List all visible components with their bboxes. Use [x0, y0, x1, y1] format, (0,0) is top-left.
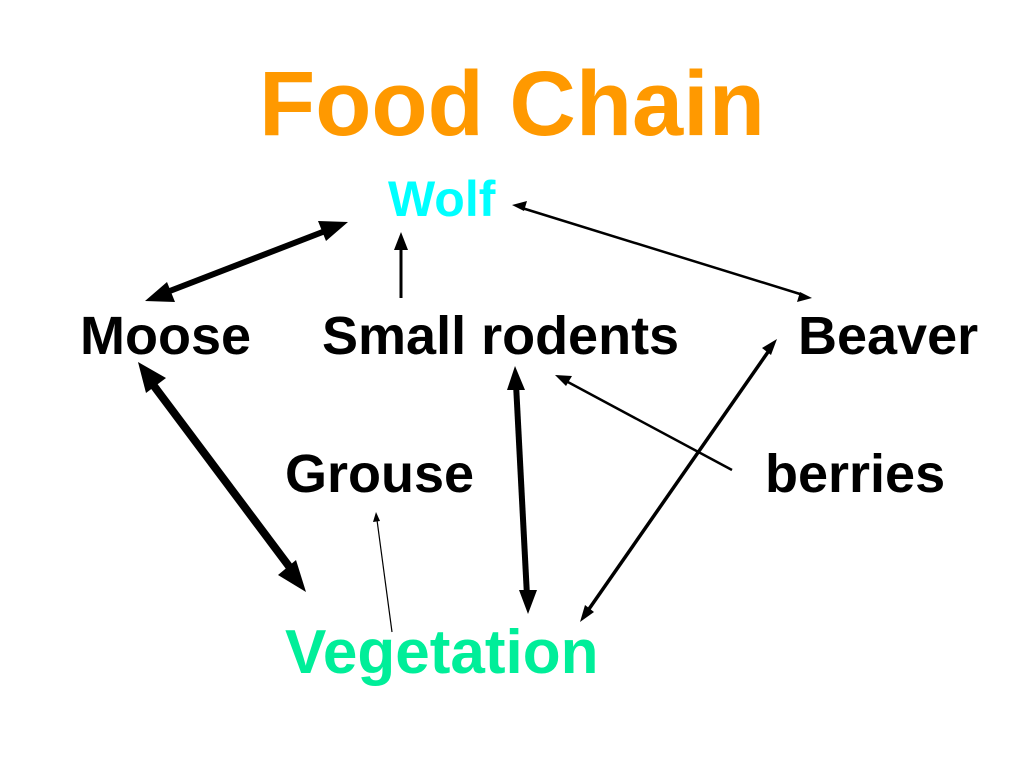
- node-wolf: Wolf: [388, 171, 496, 227]
- node-beaver: Beaver: [798, 306, 979, 366]
- arrow-beaver-vegetation: [580, 339, 777, 622]
- arrow-beaver-wolf: [512, 201, 812, 302]
- arrow-moose-wolf: [145, 221, 348, 302]
- node-vegetation: Vegetation: [285, 618, 599, 687]
- arrow-berries-rodents: [555, 375, 733, 472]
- node-moose: Moose: [80, 306, 252, 366]
- arrow-rodents-wolf: [394, 232, 408, 298]
- node-small-rodents: Small rodents: [322, 306, 680, 366]
- arrow-moose-vegetation: [138, 362, 306, 592]
- node-grouse: Grouse: [285, 444, 475, 504]
- arrow-rodents-vegetation: [507, 366, 537, 614]
- arrow-vegetation-grouse: [373, 512, 393, 633]
- diagram-title: Food Chain: [259, 53, 765, 155]
- node-berries: berries: [765, 444, 946, 504]
